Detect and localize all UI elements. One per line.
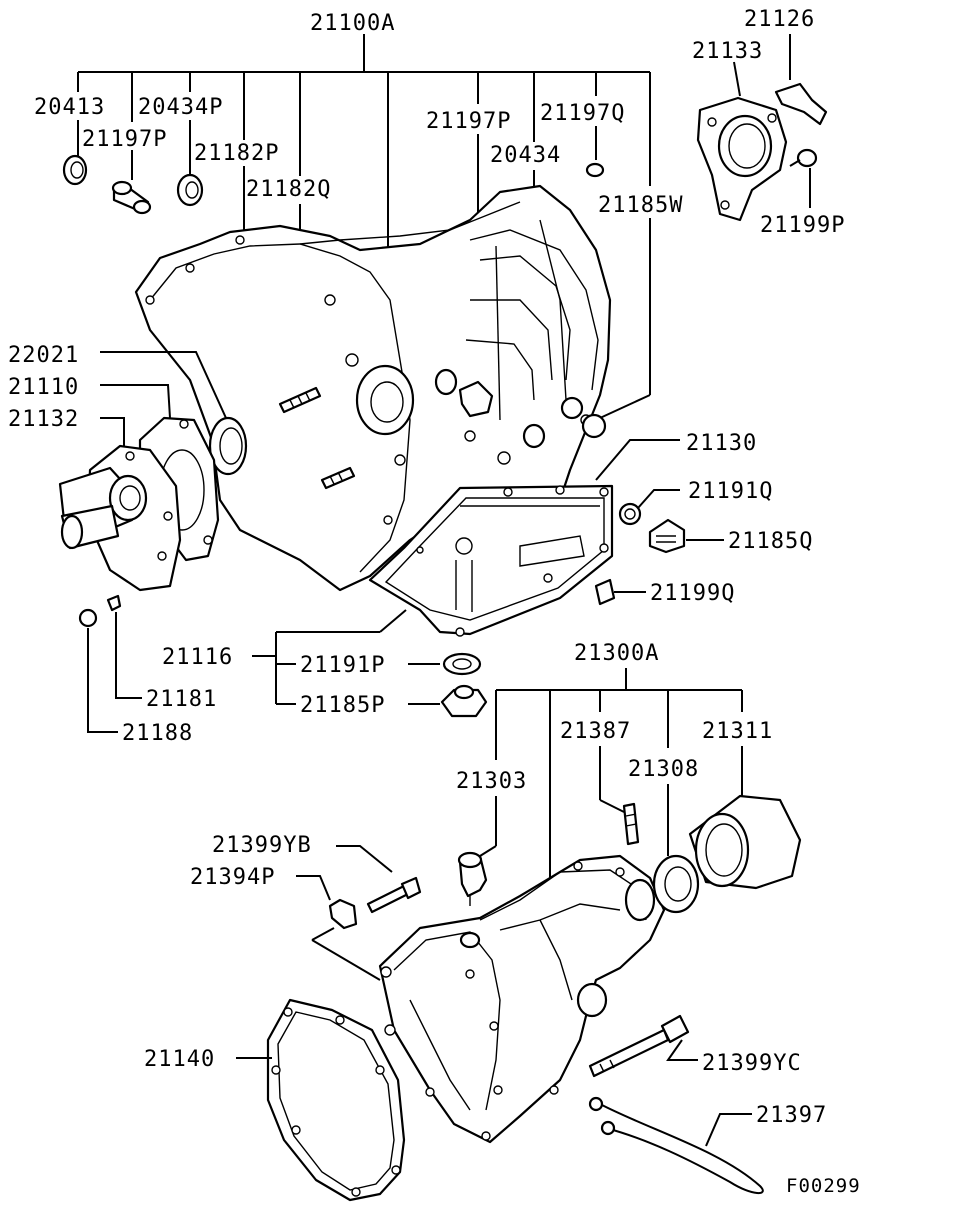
extension-housing-21300a-part [378,854,666,1144]
label-21185p: 21185P [300,693,385,718]
bolt-21199q-part [594,578,616,606]
tab-21126-part [774,82,828,126]
clip-21394p-part [328,898,358,930]
leader-lines-21397 [705,1113,752,1147]
label-21132: 21132 [8,407,79,432]
leader-lines-21300a [479,668,743,880]
stud-21182q-part [320,466,356,490]
label-21133: 21133 [692,39,763,64]
label-21197p-left: 21197P [82,127,167,152]
label-21197q: 21197Q [540,101,625,126]
leader-lines-bracket [733,34,811,208]
pin-21181-part [106,594,122,612]
label-21199p: 21199P [760,213,845,238]
label-21197p-right: 21197P [426,109,511,134]
gasket-21140-part [266,998,406,1202]
leader-lines-21116 [252,609,440,705]
bolt-21199p-part [789,148,818,168]
label-20434: 20434 [490,143,561,168]
label-21185w: 21185W [598,193,683,218]
label-21185q: 21185Q [728,529,813,554]
label-20413: 20413 [34,95,105,120]
label-21394p: 21394P [190,865,275,890]
leader-lines-bolts-upper [296,845,393,981]
label-21188: 21188 [122,721,193,746]
stud-21182p-part [278,386,322,414]
gasket-21191q-part [618,502,642,526]
leader-lines-right-mid [595,439,724,593]
part-21303 [457,851,488,906]
label-21399yb: 21399YB [212,833,312,858]
label-21300a: 21300A [574,641,659,666]
drain-plug-21185q-part [648,518,686,554]
label-21126: 21126 [744,7,815,32]
label-21182q: 21182Q [246,177,331,202]
label-21182p: 21182P [194,141,279,166]
oil-seal-20434p-part [176,173,204,207]
dust-cover-21311-part [688,794,802,890]
label-21191p: 21191P [300,653,385,678]
leader-lines-left [87,351,227,733]
pin-21188-part [78,608,98,628]
gasket-21191p-part [442,652,482,676]
label-21311: 21311 [702,719,773,744]
label-21397: 21397 [756,1103,827,1128]
label-21191q: 21191Q [688,479,773,504]
bolt-21399yb-part [366,876,422,914]
bracket-21133-part [696,96,788,222]
bushing-21197q-part [585,162,605,178]
leader-lines-21399yc [666,1039,698,1061]
label-21399yc: 21399YC [702,1051,802,1076]
label-21387: 21387 [560,719,631,744]
label-21116: 21116 [162,645,233,670]
oil-pan-21116-part [368,484,614,637]
stud-21387-part [622,802,640,846]
label-21140: 21140 [144,1047,215,1072]
figure-code: F00299 [786,1175,861,1197]
label-21303: 21303 [456,769,527,794]
oil-seal-20413-part [62,154,88,186]
label-21110: 21110 [8,375,79,400]
retainer-21132-part [58,444,182,592]
label-21199q: 21199Q [650,581,735,606]
seal-21308-part [652,854,700,914]
wire-21397-part [588,1096,764,1194]
label-21308: 21308 [628,757,699,782]
label-21100a: 21100A [310,11,395,36]
drain-plug-21185p-part [440,684,488,718]
label-21130: 21130 [686,431,757,456]
label-22021: 22021 [8,343,79,368]
bushing-21197p-part [111,180,152,215]
bolt-21399yc-part [588,1014,690,1078]
seal-22021-part [208,416,248,476]
label-21181: 21181 [146,687,217,712]
label-20434p: 20434P [138,95,223,120]
